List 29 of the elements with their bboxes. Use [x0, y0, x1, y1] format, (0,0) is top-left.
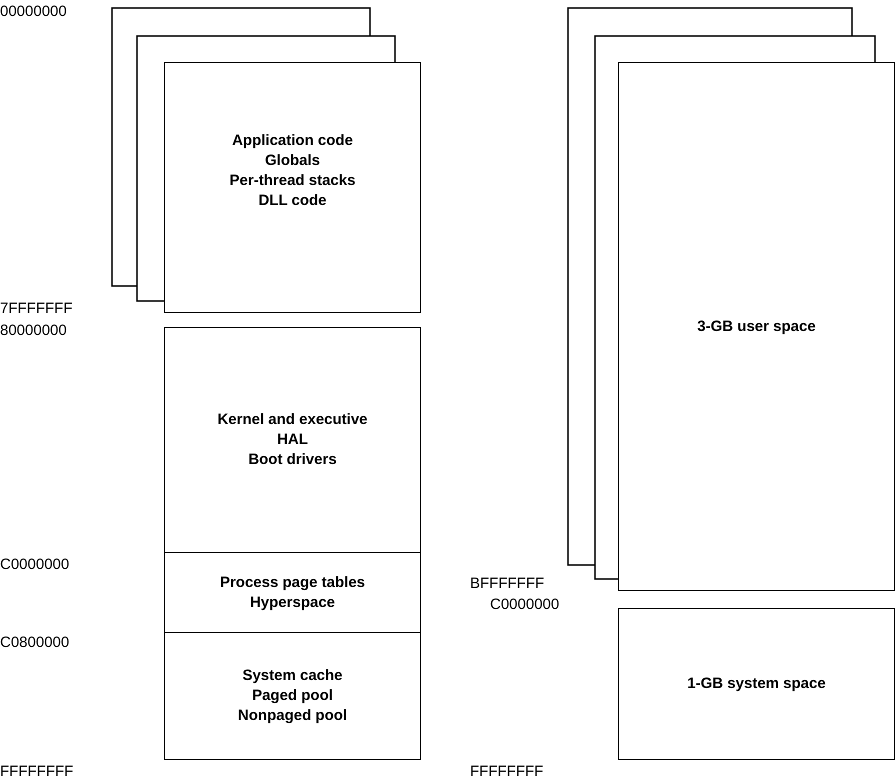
region-label: Per-thread stacks: [230, 171, 356, 191]
address-label: FFFFFFFF: [470, 763, 544, 780]
region-label: Kernel and executive: [217, 410, 368, 430]
address-label: C0800000: [0, 634, 70, 651]
region-label: Process page tables: [220, 572, 366, 592]
memory-region-box: [618, 608, 895, 760]
region-label: Application code: [232, 131, 353, 151]
region-label: 3-GB user space: [697, 316, 816, 336]
region-label: System cache: [242, 666, 343, 686]
address-label: 00000000: [0, 3, 67, 20]
memory-region-box: [164, 327, 421, 553]
region-label: 1-GB system space: [687, 674, 826, 694]
region-label: Boot drivers: [248, 450, 337, 470]
address-label: FFFFFFFF: [0, 763, 74, 780]
address-label: C0000000: [0, 556, 70, 573]
region-label: Nonpaged pool: [238, 706, 348, 726]
address-label: C0000000: [490, 596, 560, 613]
memory-region-box: [164, 632, 421, 760]
region-label: DLL code: [258, 191, 327, 211]
region-label: HAL: [277, 430, 308, 450]
memory-region-box: [164, 552, 421, 633]
memory-region-box: [164, 62, 421, 313]
region-label: Paged pool: [252, 686, 333, 706]
address-label: BFFFFFFF: [470, 575, 544, 592]
memory-region-box: [618, 62, 895, 591]
address-label: 80000000: [0, 322, 67, 339]
address-label: 7FFFFFFF: [0, 300, 72, 317]
region-label: Globals: [264, 151, 320, 171]
region-label: Hyperspace: [250, 592, 336, 612]
